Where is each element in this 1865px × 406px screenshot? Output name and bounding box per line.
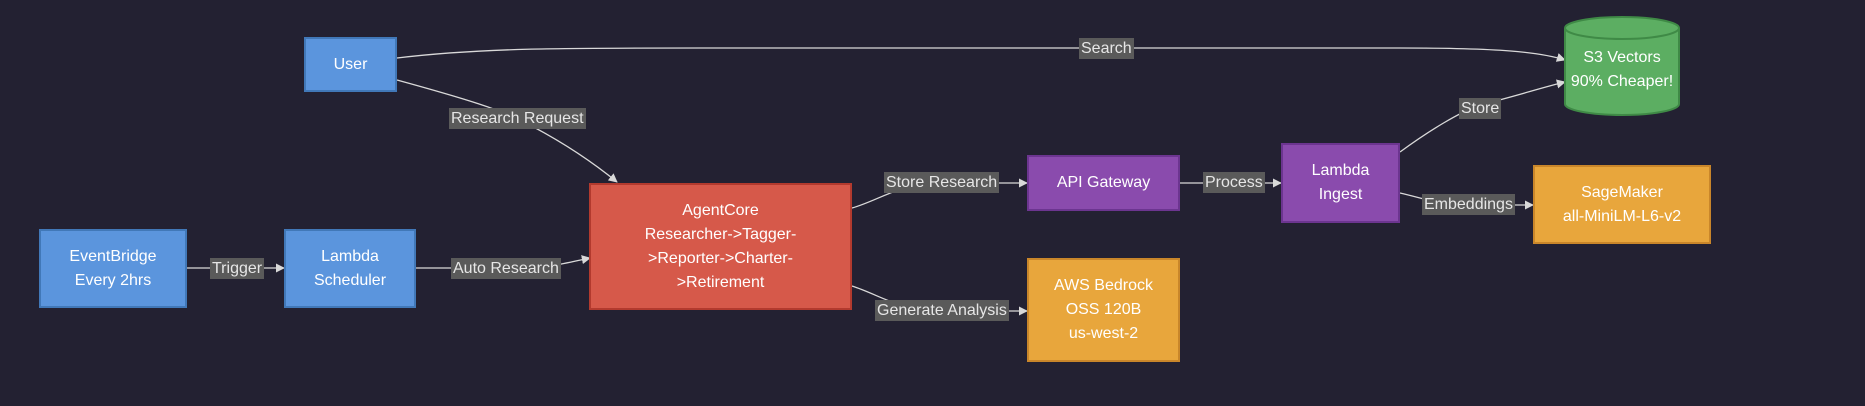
sagemaker-node[interactable]: SageMaker all-MiniLM-L6-v2 bbox=[1533, 165, 1711, 244]
lambda-scheduler-label-line2: Scheduler bbox=[313, 271, 387, 289]
bedrock-node[interactable]: AWS Bedrock OSS 120B us-west-2 bbox=[1027, 258, 1180, 362]
s3-vectors-node[interactable]: S3 Vectors 90% Cheaper! bbox=[1565, 46, 1679, 94]
edge-research-request bbox=[396, 79, 618, 183]
lambda-ingest-label-line2: Ingest bbox=[1318, 186, 1363, 203]
edge-label-embeddings: Embeddings bbox=[1422, 194, 1515, 215]
agentcore-label-line2: Researcher->Tagger- bbox=[644, 225, 797, 243]
lambda-ingest-node[interactable]: Lambda Ingest bbox=[1281, 143, 1400, 223]
agentcore-label-line3: >Reporter->Charter- bbox=[648, 249, 793, 267]
agentcore-node[interactable]: AgentCore Researcher->Tagger- >Reporter-… bbox=[589, 183, 852, 310]
eventbridge-label-line1: EventBridge bbox=[69, 247, 157, 265]
s3-vectors-cylinder bbox=[1564, 16, 1680, 116]
sagemaker-label-line1: SageMaker bbox=[1581, 183, 1663, 201]
edge-label-search: Search bbox=[1079, 38, 1134, 59]
edge-label-generate-analysis: Generate Analysis bbox=[875, 300, 1009, 321]
edge-label-process: Process bbox=[1203, 172, 1265, 193]
agentcore-label-line4: >Retirement bbox=[676, 273, 765, 291]
edge-label-trigger: Trigger bbox=[210, 258, 265, 279]
s3-vectors-label-line1: S3 Vectors bbox=[1583, 49, 1661, 66]
bedrock-label-line2: OSS 120B bbox=[1065, 301, 1142, 318]
edge-search bbox=[396, 47, 1566, 62]
bedrock-label-line3: us-west-2 bbox=[1068, 325, 1139, 342]
edge-label-store-research: Store Research bbox=[884, 172, 1000, 193]
sagemaker-label-line2: all-MiniLM-L6-v2 bbox=[1562, 207, 1682, 225]
lambda-scheduler-node[interactable]: Lambda Scheduler bbox=[284, 229, 416, 308]
edge-label-research-request: Research Request bbox=[449, 108, 586, 129]
user-label: User bbox=[333, 55, 368, 73]
eventbridge-label-line2: Every 2hrs bbox=[74, 271, 152, 289]
s3-vectors-label-line2: 90% Cheaper! bbox=[1570, 73, 1674, 90]
api-gateway-label: API Gateway bbox=[1056, 174, 1151, 191]
agentcore-label-line1: AgentCore bbox=[682, 201, 759, 219]
user-node[interactable]: User bbox=[304, 37, 397, 92]
bedrock-label-line1: AWS Bedrock bbox=[1054, 277, 1153, 294]
lambda-scheduler-label-line1: Lambda bbox=[321, 247, 379, 265]
eventbridge-node[interactable]: EventBridge Every 2hrs bbox=[39, 229, 187, 308]
api-gateway-node[interactable]: API Gateway bbox=[1027, 155, 1180, 211]
edge-label-store: Store bbox=[1459, 98, 1502, 119]
edge-label-auto-research: Auto Research bbox=[451, 258, 561, 279]
lambda-ingest-label-line1: Lambda bbox=[1311, 162, 1370, 179]
